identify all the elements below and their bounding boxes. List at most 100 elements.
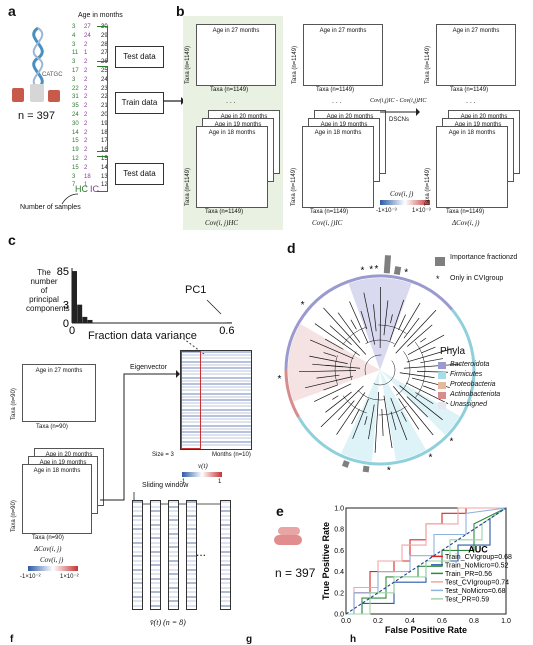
cov-ic-label: Cov(i, j)IC: [312, 219, 342, 227]
cvi-star: *: [375, 264, 379, 275]
vbar-column: [168, 500, 179, 610]
colorbar-b: [380, 200, 430, 205]
cvi-star: *: [369, 264, 373, 275]
vbar-columns: [128, 500, 238, 610]
roc-xlabel: False Positive Rate: [385, 625, 467, 635]
roc-ytick: 1.0: [334, 506, 344, 513]
hc-count: 3: [72, 77, 75, 83]
train-bracket: [97, 66, 108, 152]
roc-legend-label: Test_CVIgroup=0.74: [445, 579, 509, 586]
test-data-bottom: Test data: [115, 163, 164, 185]
ic-count: 27: [84, 24, 91, 30]
pc-bar: [72, 271, 77, 323]
importance-bar: [366, 466, 367, 472]
ic-count: 2: [84, 112, 87, 118]
ic-count: 2: [84, 130, 87, 136]
hc-count: 14: [72, 130, 79, 136]
hc-count: 4: [72, 33, 75, 39]
ic-count: 2: [84, 121, 87, 127]
phylum-name: Actinobacteriota: [450, 391, 500, 398]
ic-count: 2: [84, 156, 87, 162]
tree-branch: [382, 409, 383, 436]
delta-matrix-18: Age in 18 months: [436, 126, 508, 208]
hc-count: 15: [72, 165, 79, 171]
phylum-swatch: [438, 392, 446, 399]
samples-arrow: [60, 192, 80, 206]
roc-ylabel: True Positive Rate: [321, 522, 331, 600]
hc-count: 3: [72, 24, 75, 30]
delta-dots: . . .: [466, 98, 476, 105]
hc-count: 17: [72, 68, 79, 74]
roc-xtick: 0.8: [469, 618, 479, 625]
test-data-top: Test data: [115, 46, 164, 68]
hc-matrix-18: Age in 18 months: [196, 126, 268, 208]
tree-branch: [400, 373, 435, 378]
roc-legend-label: Train_CVIgroup=0.68: [445, 554, 512, 561]
panel-c-letter: c: [8, 232, 16, 248]
delta-taxa-y-top: Taxa (n=1149): [425, 46, 431, 84]
c-cov-legend: Cov(i, j): [40, 556, 63, 564]
age-header: Age in months: [78, 12, 123, 19]
cvi-star: *: [387, 466, 391, 477]
importance-swatch: [435, 257, 445, 266]
clade-highlight: [288, 324, 380, 401]
tree-branch: [408, 335, 444, 355]
hc-taxa-x-bottom: Taxa (n=1149): [205, 209, 243, 215]
panel-a-letter: a: [8, 3, 16, 19]
tree-branch: [398, 315, 405, 330]
ic-matrix-18: Age in 18 months: [302, 126, 374, 208]
phylum-swatch: [438, 362, 446, 369]
roc-ytick: 0.0: [334, 612, 344, 619]
pc1-label: PC1: [185, 284, 206, 296]
vbar-label: v̄(t) (n = 8): [150, 618, 186, 627]
hc-count: 12: [72, 156, 79, 162]
roc-legend-label: Test_NoMicro=0.68: [445, 588, 506, 595]
c-cov-min: -1×10⁻²: [20, 573, 41, 580]
c-taxa-x-top: Taxa (n=90): [36, 424, 68, 430]
e-n-label: n = 397: [275, 566, 315, 580]
ic-count: 2: [84, 147, 87, 153]
cvi-star: *: [449, 436, 453, 447]
roc-xtick: 0.4: [405, 618, 415, 625]
ic-count: 2: [84, 103, 87, 109]
hc-taxa-y-top: Taxa (n=1149): [185, 46, 191, 84]
c-cov-max: 1×10⁻²: [60, 573, 79, 580]
ic-count: 2: [84, 165, 87, 171]
tree-branch: [404, 318, 419, 338]
phylum-name: Unassigned: [450, 401, 487, 408]
ic-count: 2: [84, 59, 87, 65]
months-label: Months (n=10): [212, 452, 251, 458]
ic-count: 18: [84, 174, 91, 180]
cvi-star: *: [277, 374, 281, 385]
phylum-name: Proteobacteria: [450, 381, 496, 388]
cov-legend-b: Cov(i, j): [390, 190, 413, 198]
pc-bar: [227, 322, 232, 323]
star-icon: *: [436, 274, 440, 284]
tree-branch: [325, 392, 351, 412]
size-label: Size = 3: [152, 452, 174, 458]
hc-taxa-x-top: Taxa (n=1149): [210, 87, 248, 93]
ic-matrix-27: Age in 27 months: [303, 24, 383, 86]
roc-legend-label: Train_NoMicro=0.52: [445, 562, 508, 569]
ic-count: 2: [84, 68, 87, 74]
vbar-column: [132, 500, 143, 610]
ic-count: 2: [84, 86, 87, 92]
hc-count: 3: [72, 174, 75, 180]
importance-bar: [397, 267, 398, 275]
hc-count: 15: [72, 138, 79, 144]
pc-xtick: 0: [69, 325, 75, 337]
roc-xtick: 0.0: [341, 618, 351, 625]
train-arrow: [163, 96, 185, 106]
n-label-a: n = 397: [18, 110, 55, 122]
cvi-star: *: [361, 266, 365, 277]
roc-xtick: 1.0: [501, 618, 511, 625]
roc-ytick: 0.4: [334, 569, 344, 576]
eigen-matrix: [180, 350, 252, 450]
phyla-title: Phyla: [440, 346, 465, 357]
footer-g: g: [246, 634, 252, 645]
c-taxa-y-top: Taxa (n=90): [11, 388, 17, 420]
ic-count: 24: [84, 33, 91, 39]
footer-f: f: [10, 634, 13, 645]
footer-h: h: [350, 634, 356, 645]
